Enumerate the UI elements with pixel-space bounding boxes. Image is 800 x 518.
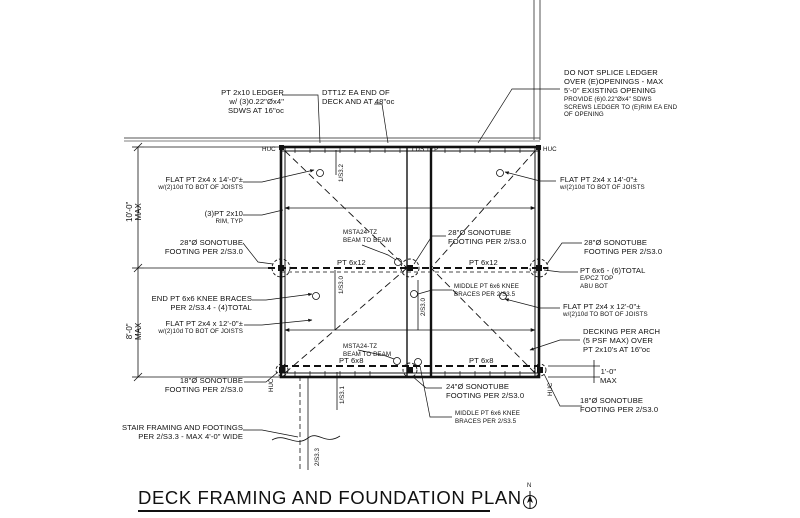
note-sono24: 24"Ø SONOTUBE FOOTING PER 2/S3.0	[446, 382, 525, 400]
section-ref-center: 2/S3.0	[420, 298, 427, 316]
beam-label-pt6x12-right: PT 6x12	[469, 258, 498, 267]
note-msta-top: MSTA24-TZ BEAM TO BEAM	[343, 229, 392, 244]
dimension-8ft: 8'-0" MAX	[125, 322, 143, 340]
hanger-huc-bot-left: HUC	[268, 378, 275, 392]
north-arrow-icon	[523, 491, 537, 509]
posts	[278, 145, 543, 373]
knee-brace-symbols	[312, 169, 507, 366]
drawing-title: DECK FRAMING AND FOUNDATION PLAN	[138, 487, 522, 508]
footing-center-bot	[402, 362, 418, 378]
beam-label-pt6x12-left: PT 6x12	[337, 258, 366, 267]
beam-label-pt6x8-right: PT 6x8	[469, 356, 494, 365]
hanger-huc-top-right: HUC	[543, 146, 557, 153]
note-splice: DO NOT SPLICE LEDGER OVER (E)OPENINGS - …	[564, 68, 664, 95]
north-label: N	[527, 483, 532, 489]
footing-center-mid	[400, 258, 420, 278]
note-middle-knee-bot: MIDDLE PT 6x6 KNEE BRACES PER 2/S3.5	[455, 410, 520, 425]
stair-break-line	[271, 435, 341, 442]
existing-house-wall	[124, 0, 541, 142]
note-flat-left-top: FLAT PT 2x4 x 14'-0"± w/(2)10d TO BOT OF…	[158, 175, 243, 191]
title-underline	[138, 510, 490, 512]
note-dtt: DTT1Z EA END OF DECK AND AT 48"oc	[322, 88, 395, 106]
beam-label-pt6x8-left: PT 6x8	[339, 356, 364, 365]
dimension-lines-left	[132, 142, 281, 382]
joist-ticks	[294, 147, 521, 377]
note-sono18-left: 18"Ø SONOTUBE FOOTING PER 2/S3.0	[164, 376, 243, 394]
note-splice-detail: PROVIDE (6)0.22"Øx4" SDWS SCREWS LEDGER …	[564, 96, 678, 118]
note-decking: DECKING PER ARCH (5 PSF MAX) OVER PT 2x1…	[583, 327, 661, 354]
note-middle-knee-top: MIDDLE PT 6x6 KNEE BRACES PER 2/S3.5	[454, 283, 519, 298]
hanger-huc-top-left: HUC	[262, 146, 276, 153]
leader-lines	[242, 88, 582, 438]
section-cut-lines	[299, 150, 419, 470]
dimension-right	[548, 360, 600, 383]
diagonal-bracing	[284, 150, 536, 374]
note-sono28-right: 28"Ø SONOTUBE FOOTING PER 2/S3.0	[584, 238, 663, 256]
deck-outline	[279, 145, 541, 379]
footing-left-mid	[271, 258, 291, 278]
dimension-10ft: 10'-0" MAX	[125, 201, 143, 222]
hanger-huc-bot-right: HUC	[547, 382, 554, 396]
center-member	[406, 147, 433, 377]
note-stair: STAIR FRAMING AND FOOTINGS PER 2/S3.3 - …	[121, 423, 243, 441]
note-pt6x6: PT 6x6 - (6)TOTAL	[580, 266, 646, 275]
note-msta-bot: MSTA24-TZ BEAM TO BEAM	[343, 343, 392, 358]
flat-bracing	[284, 206, 536, 332]
note-sono28-left: 28"Ø SONOTUBE FOOTING PER 2/S3.0	[164, 238, 243, 256]
note-pt6x6-detail: E/PCZ TOP ABU BOT	[580, 275, 614, 290]
beams	[268, 267, 548, 367]
note-flat-left-bot: FLAT PT 2x4 x 12'-0"± w/(2)10d TO BOT OF…	[158, 319, 243, 335]
footings	[271, 258, 549, 378]
note-flat-right-bot: FLAT PT 2x4 x 12'-0"± w/(2)10d TO BOT OF…	[563, 302, 648, 318]
section-ref-stair: 2/S3.3	[314, 448, 321, 466]
note-ledger: PT 2x10 LEDGER w/ (3)0.22"Øx4" SDWS AT 1…	[221, 88, 284, 115]
section-ref-top: 1/S3.2	[338, 164, 345, 182]
section-ref-left: 1/S3.0	[338, 276, 345, 294]
dimension-1ft: 1'-0" MAX	[600, 367, 617, 385]
note-rim: (3)PT 2x10 RIM, TYP	[204, 209, 243, 225]
note-sono18-right: 18"Ø SONOTUBE FOOTING PER 2/S3.0	[580, 396, 659, 414]
section-ref-bottom: 1/S3.1	[339, 386, 346, 404]
hanger-lus-typ: LUS TYP	[412, 146, 439, 153]
footing-left-bot	[275, 363, 289, 377]
note-sono28-center: 28"Ø SONOTUBE FOOTING PER 2/S3.0	[448, 228, 527, 246]
note-end-knee: END PT 6x6 KNEE BRACES PER 2/S3.4 - (4)T…	[151, 294, 252, 312]
note-flat-right-top: FLAT PT 2x4 x 14'-0"± w/(2)10d TO BOT OF…	[560, 175, 645, 191]
footing-right-mid	[529, 258, 549, 278]
footing-right-bot	[533, 363, 547, 377]
